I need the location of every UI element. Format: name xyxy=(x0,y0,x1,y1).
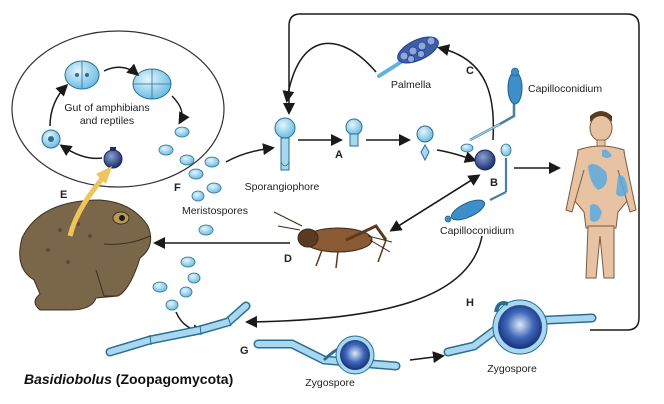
gut-label-line2: and reptiles xyxy=(80,115,134,127)
gut-cycle: Gut of amphibians and reptiles xyxy=(11,30,225,188)
letter-A: A xyxy=(335,149,343,161)
toad-illustration xyxy=(19,199,152,311)
sporangiophore-label: Sporangiophore xyxy=(245,181,320,193)
letter-D: D xyxy=(284,253,292,265)
palmella: Palmella xyxy=(377,36,439,91)
spore-B: B xyxy=(460,143,512,192)
gut-ellipse xyxy=(11,30,225,188)
zygospore-left-label: Zygospore xyxy=(305,377,355,389)
title-genus: Basidiobolus xyxy=(24,371,112,387)
zygospore-left: Zygospore xyxy=(253,335,401,389)
diagram-title: Basidiobolus (Zoopagomycota) xyxy=(24,371,233,387)
capilloconidium-top: Capilloconidium xyxy=(469,67,602,142)
palmella-label: Palmella xyxy=(391,79,431,91)
cricket-illustration xyxy=(273,211,393,269)
hypha-G: G xyxy=(105,301,251,357)
letter-G: G xyxy=(240,345,249,357)
zygospore-right-label: Zygospore xyxy=(487,363,537,375)
capilloconidium-mid: Capilloconidium xyxy=(440,191,514,237)
capilloconidium-top-label: Capilloconidium xyxy=(528,83,602,95)
human-figure xyxy=(565,111,637,279)
meristospores: F Meristospores xyxy=(152,156,248,311)
outer-loop xyxy=(283,13,640,331)
spore-stage-2 xyxy=(416,125,434,162)
letter-F: F xyxy=(174,182,181,194)
zygospore-right: H Zygospore xyxy=(443,297,597,375)
spore-stage-1 xyxy=(345,118,363,147)
letter-H: H xyxy=(466,297,474,309)
meristospores-label: Meristospores xyxy=(182,205,248,217)
letter-B: B xyxy=(490,177,498,189)
letter-C: C xyxy=(466,65,474,77)
capilloconidium-mid-label: Capilloconidium xyxy=(440,225,514,237)
gut-zygote xyxy=(103,149,123,169)
letter-E: E xyxy=(60,189,67,201)
gut-label-line1: Gut of amphibians xyxy=(64,102,149,114)
sporangiophore: Sporangiophore xyxy=(245,117,320,193)
title-phylum: (Zoopagomycota) xyxy=(112,371,233,387)
